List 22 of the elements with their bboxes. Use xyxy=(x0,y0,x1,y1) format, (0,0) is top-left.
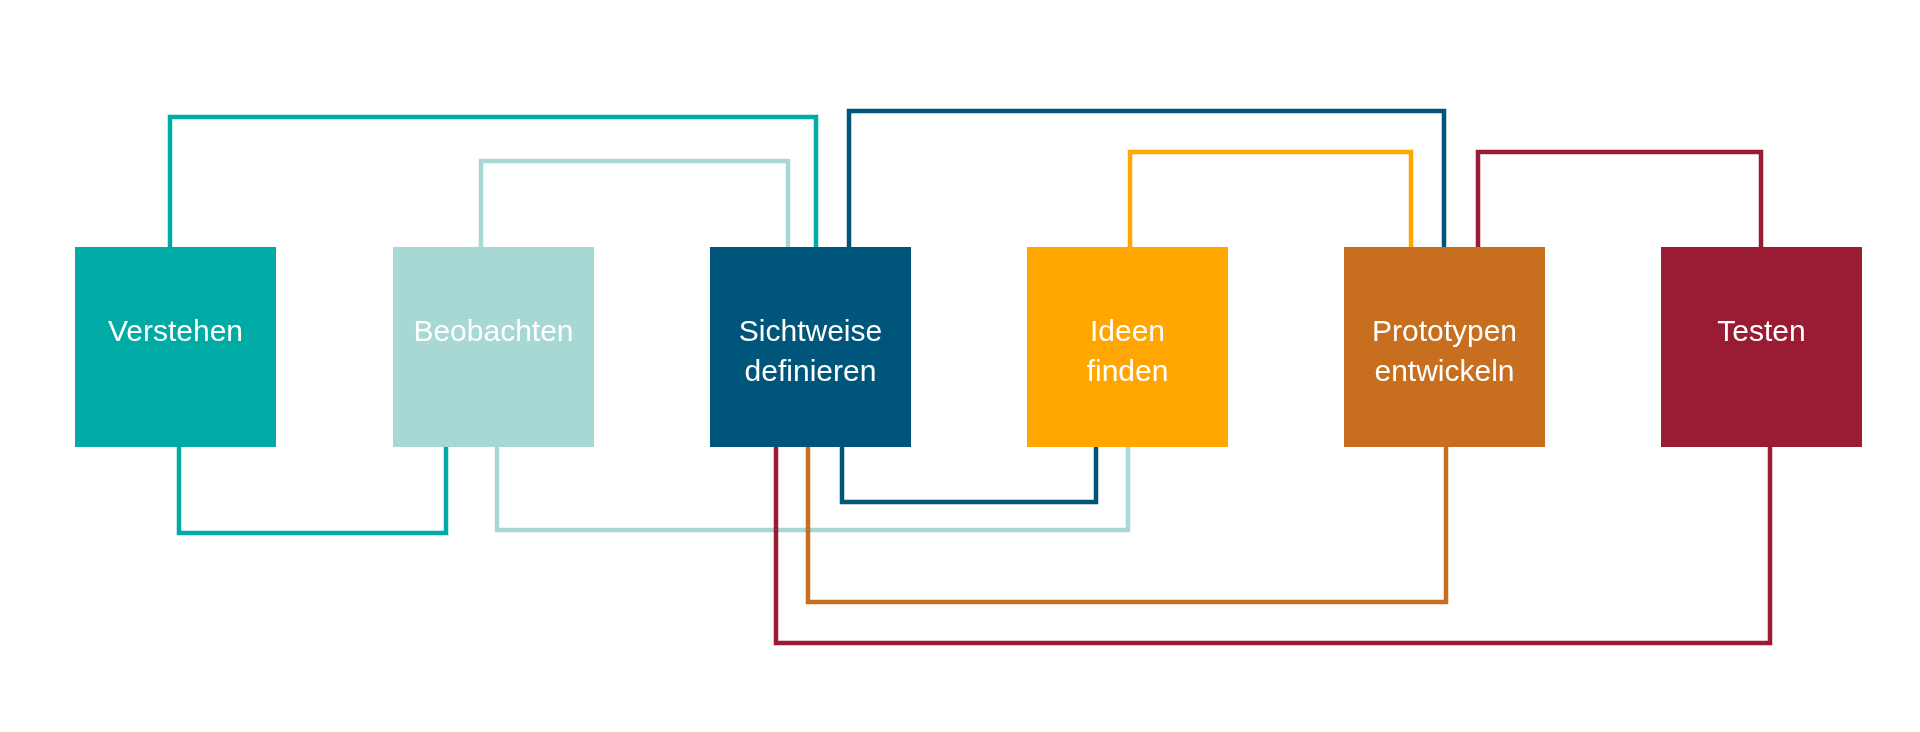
step-label: Sichtweise definieren xyxy=(737,313,884,389)
connector-line xyxy=(839,447,1099,505)
process-box xyxy=(1027,247,1228,447)
step-label: Testen xyxy=(1717,313,1806,349)
step-label: Ideen finden xyxy=(1085,313,1170,389)
process-box xyxy=(1661,247,1862,447)
connector-line xyxy=(1475,149,1764,247)
connector-line xyxy=(846,108,1447,247)
connector-line xyxy=(805,447,1449,605)
connector-line xyxy=(1127,149,1414,247)
process-box xyxy=(75,247,276,447)
process-box xyxy=(710,247,911,447)
process-box xyxy=(393,247,594,447)
connector-line xyxy=(176,447,449,536)
connector-line xyxy=(494,447,1131,533)
step-label: Prototypen entwickeln xyxy=(1370,313,1519,389)
process-box xyxy=(1344,247,1545,447)
connector-line xyxy=(478,158,791,247)
connector-line xyxy=(167,114,819,247)
step-label: Beobachten xyxy=(413,313,574,349)
step-label: Verstehen xyxy=(107,313,244,349)
connector-line xyxy=(773,447,1773,646)
